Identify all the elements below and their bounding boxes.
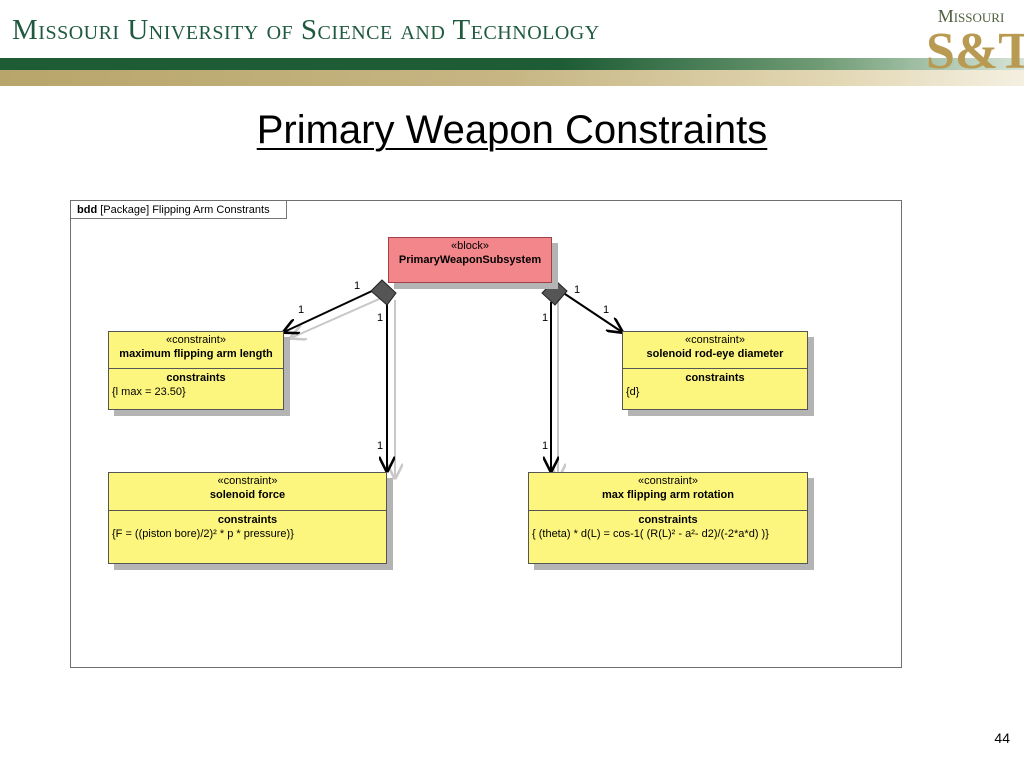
constraint-rod-eye-diameter[interactable]: «constraint» solenoid rod-eye diameter c…	[622, 331, 808, 410]
constraint-body: {d}	[626, 386, 640, 398]
constraint-stereotype: «constraint»	[166, 334, 226, 346]
multiplicity: 1	[574, 284, 581, 296]
multiplicity: 1	[377, 440, 384, 452]
constraint-section-title: constraints	[166, 372, 226, 384]
slide-title-text: Primary Weapon Constraints	[256, 108, 768, 152]
frame-tab: bdd [Package] Flipping Arm Constrants	[71, 201, 287, 219]
multiplicity: 1	[542, 440, 549, 452]
constraint-divider	[623, 368, 807, 369]
constraint-stereotype: «constraint»	[217, 475, 278, 487]
header-band-gold	[0, 70, 1024, 86]
university-logo: Missouri S&T	[922, 6, 1024, 86]
multiplicity: 1	[542, 312, 549, 324]
multiplicity: 1	[298, 304, 305, 316]
block-stereotype: «block»	[451, 240, 489, 252]
constraint-name: solenoid rod-eye diameter	[646, 348, 784, 360]
constraint-stereotype: «constraint»	[685, 334, 745, 346]
page-number: 44	[994, 730, 1010, 746]
constraint-section-title: constraints	[638, 514, 698, 526]
frame-kind: bdd	[77, 204, 98, 216]
constraint-divider	[109, 510, 386, 511]
block-primary-weapon-subsystem[interactable]: «block» PrimaryWeaponSubsystem	[388, 237, 552, 283]
logo-mark: S&T	[926, 23, 1024, 80]
multiplicity: 1	[603, 304, 610, 316]
logo-word: Missouri	[937, 6, 1005, 26]
constraint-section-title: constraints	[685, 372, 745, 384]
multiplicity: 1	[377, 312, 384, 324]
constraint-body: {F = ((piston bore)/2)² * p * pressure)}	[112, 528, 294, 540]
constraint-max-arm-rotation[interactable]: «constraint» max flipping arm rotation c…	[528, 472, 808, 564]
constraint-stereotype: «constraint»	[638, 475, 698, 487]
slide-title: Primary Weapon Constraints	[0, 108, 1024, 153]
constraint-solenoid-force[interactable]: «constraint» solenoid force constraints …	[108, 472, 387, 564]
constraint-divider	[529, 510, 807, 511]
constraint-name: maximum flipping arm length	[119, 348, 273, 360]
constraint-name: max flipping arm rotation	[601, 489, 734, 501]
multiplicity: 1	[354, 280, 361, 292]
constraint-name: solenoid force	[209, 489, 286, 501]
header-band-green	[0, 58, 1024, 70]
constraint-section-title: constraints	[217, 514, 278, 526]
constraint-body: {l max = 23.50}	[112, 386, 186, 398]
university-name: Missouri University of Science and Techn…	[12, 14, 600, 46]
constraint-body: { (theta) * d(L) = cos-1( (R(L)² - a²- d…	[532, 528, 769, 540]
constraint-max-arm-length[interactable]: «constraint» maximum flipping arm length…	[108, 331, 284, 410]
frame-label: [Package] Flipping Arm Constrants	[100, 204, 270, 216]
constraint-divider	[109, 368, 283, 369]
diagram-frame: bdd [Package] Flipping Arm Constrants	[70, 200, 902, 668]
block-name: PrimaryWeaponSubsystem	[398, 254, 542, 266]
